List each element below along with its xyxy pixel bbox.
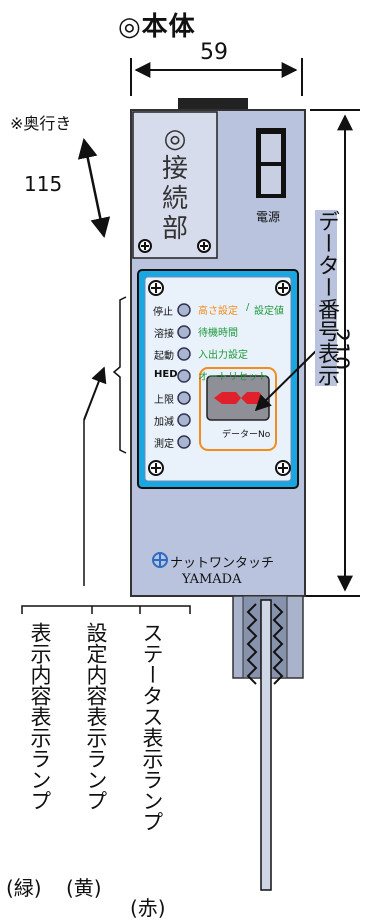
panel-row-name: 起動: [154, 351, 174, 362]
brand-logo: [152, 552, 168, 568]
width-dimension: [130, 58, 303, 96]
panel-header-setval: 設定値: [254, 306, 284, 317]
lamp-label-green: 表示内容表示ランプ: [28, 622, 52, 811]
indicator-lamps: [177, 303, 191, 449]
lamp-label-red: ステータス表示ランプ: [140, 622, 164, 832]
brand-sub: YAMADA: [182, 572, 242, 587]
panel-header-height: 高さ設定: [198, 306, 238, 317]
display-caption: データーNo: [222, 430, 271, 440]
top-tab: [178, 98, 248, 112]
page-title: ◎本体: [118, 12, 196, 42]
panel-row-name: 測定: [154, 439, 174, 450]
connector-label: ◎ 接 続 部: [161, 124, 188, 244]
panel-row-name: 溶接: [154, 329, 174, 340]
panel-row-name: 上限: [154, 395, 174, 406]
height-dimension: [305, 109, 360, 597]
data-number-label: データー番号表示: [314, 210, 339, 386]
depth-arrow: [77, 138, 111, 238]
data-number-arrow: [254, 344, 323, 412]
brand-name: ナットワンタッチ: [170, 556, 275, 571]
width-value: 59: [200, 40, 228, 65]
data-display-frame: [199, 367, 277, 451]
panel-row-name: 加減: [154, 417, 174, 428]
depth-label: ※奥行き: [10, 114, 72, 133]
panel-row-desc: オートリセット: [198, 372, 268, 383]
panel-row-desc: 入出力設定: [198, 350, 248, 361]
panel-row-desc: 待機時間: [198, 328, 238, 339]
power-label: 電源: [256, 210, 281, 224]
panel-row-name: HED: [154, 369, 178, 380]
connector-plate: [132, 111, 218, 259]
rod: [260, 599, 272, 891]
panel-header-stop: 停止: [153, 307, 173, 318]
connector-screws: [138, 239, 211, 253]
depth-value: 115: [24, 172, 63, 196]
lamp-color-green: (緑): [6, 876, 42, 900]
thread: [246, 603, 258, 685]
panel-screws: [148, 280, 291, 476]
lamp-color-yellow: (黄): [66, 876, 102, 900]
lamp-label-yellow: 設定内容表示ランプ: [84, 622, 108, 811]
panel-header-sep: /: [246, 302, 250, 313]
lamp-bracket: [112, 296, 127, 454]
lamp-color-red: (赤): [130, 896, 166, 920]
